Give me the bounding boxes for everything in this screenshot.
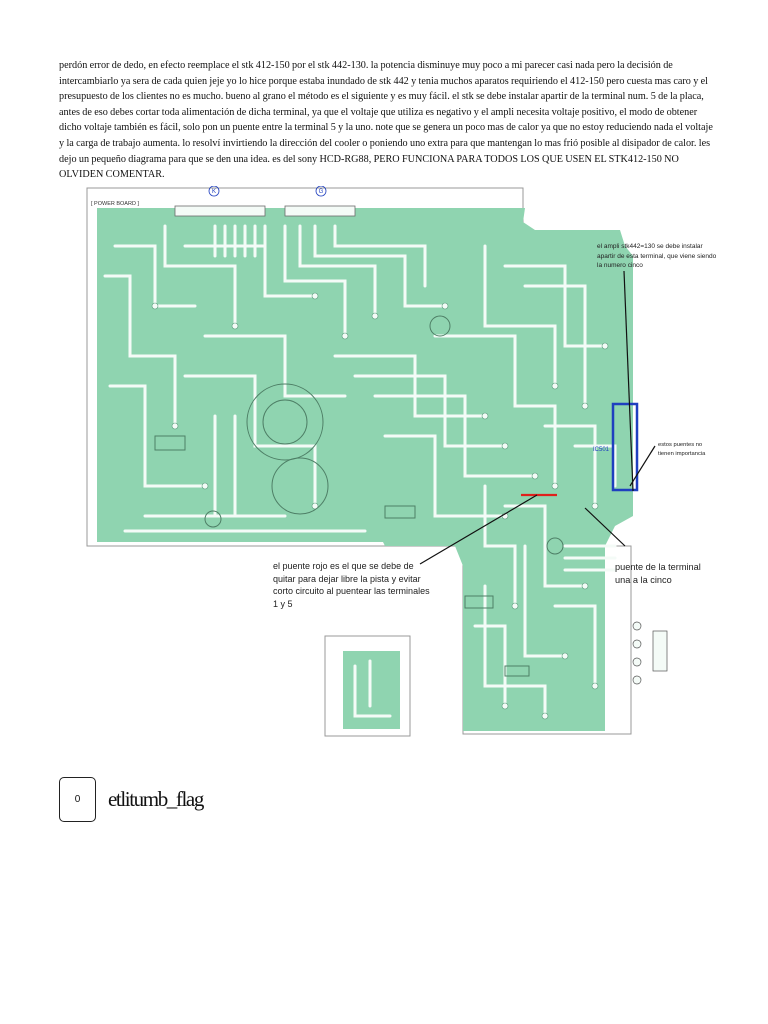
terminal-bridge-note: puente de la terminal una a la cinco (615, 562, 701, 585)
pcb-diagram: [ POWER BOARD ] K G M IC501 (86, 186, 668, 737)
annotation-lines (419, 270, 656, 565)
marker-k: K (212, 189, 216, 195)
marker-k-circle (208, 186, 220, 197)
marker-g: G (319, 189, 324, 195)
marker-g-circle (315, 186, 327, 197)
pcb-components (154, 315, 564, 677)
body-paragraph: perdón error de dedo, en efecto reemplac… (59, 60, 713, 181)
flag-label: etlitumb_flag (108, 787, 204, 811)
pcb-pads (151, 292, 609, 720)
board-green-main (97, 208, 633, 731)
stk-terminal-highlight (611, 402, 639, 492)
board-outline-small (324, 635, 411, 737)
speaker-terminals (632, 621, 668, 685)
bridges-note: estos puentes no tienen importancia (658, 442, 706, 457)
pcb-traces (103, 224, 617, 718)
stk-terminal-note: el ampli stk442=130 se debe instalar apa… (597, 243, 717, 269)
chip-label: IC501 (593, 447, 610, 453)
red-bridge-note: el puente rojo es el que se debe de quit… (273, 561, 430, 609)
board-title: [ POWER BOARD ] (91, 201, 139, 207)
connector-headers (174, 205, 356, 217)
flag-badge: 0 (59, 777, 96, 822)
